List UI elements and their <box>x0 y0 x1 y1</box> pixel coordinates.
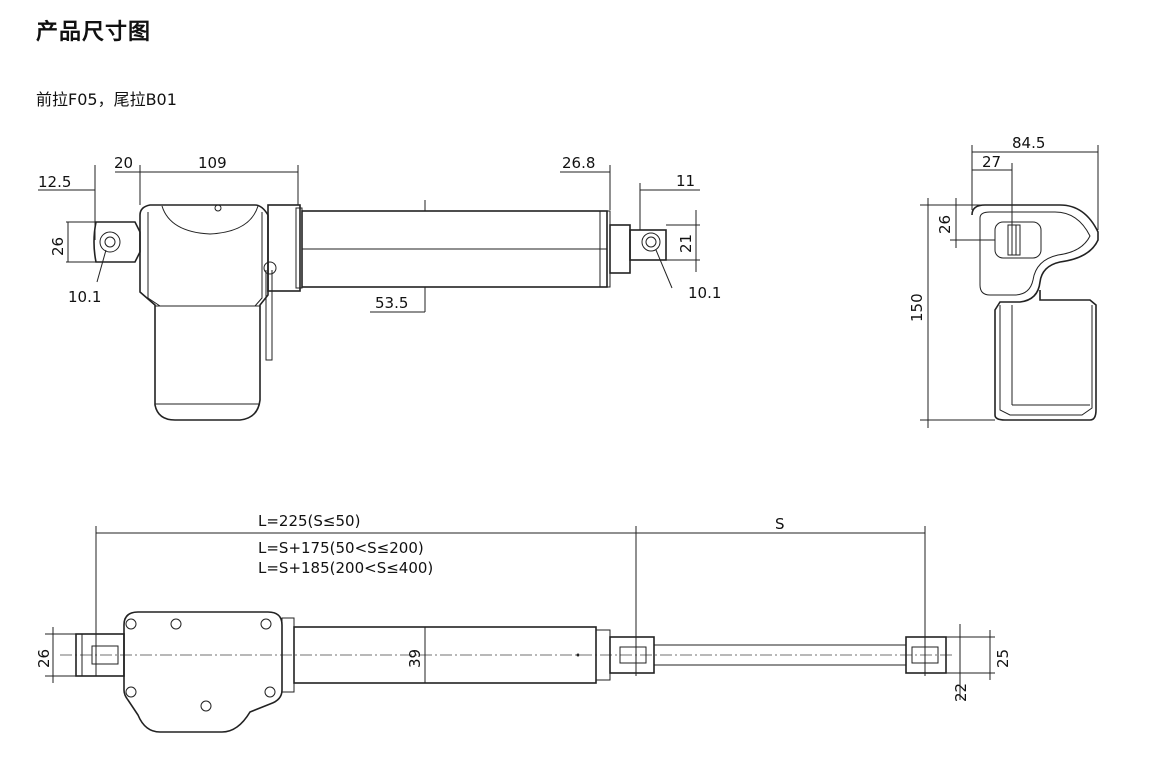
page-title: 产品尺寸图 <box>36 20 152 45</box>
top-screw-1 <box>125 618 137 630</box>
end-view-inner-cap <box>979 211 1091 296</box>
top-screw-3 <box>260 618 272 630</box>
dim-10-1-left: 10.1 <box>68 288 101 306</box>
stroke-label: S <box>775 515 785 533</box>
top-screw-2 <box>170 618 182 630</box>
side-screw <box>214 204 222 212</box>
dim-27: 27 <box>982 153 1001 171</box>
side-cable <box>265 270 273 361</box>
side-front-hole <box>641 232 661 252</box>
length-formula-2: L=S+175(50<S≤200) <box>258 539 424 557</box>
top-view: L=225(S≤50) L=S+175(50<S≤200) L=S+185(20… <box>35 512 1012 733</box>
side-rear-hole <box>99 231 121 253</box>
side-rear-hole-inner <box>104 236 116 248</box>
length-formula-1: L=225(S≤50) <box>258 512 360 530</box>
dim-39: 39 <box>406 649 424 668</box>
side-motor-housing <box>139 204 269 421</box>
side-collar <box>267 204 301 292</box>
side-housing-inner <box>147 212 263 307</box>
top-front-slot <box>619 646 647 664</box>
side-view: 12.5 20 109 26.8 11 26 21 10.1 10.1 53.5 <box>38 154 721 421</box>
dim-11: 11 <box>676 172 695 190</box>
dim-26-8: 26.8 <box>562 154 595 172</box>
side-front-clevis <box>629 229 667 261</box>
top-screw-4 <box>125 686 137 698</box>
dim-22: 22 <box>952 683 970 702</box>
side-rod-end <box>609 224 631 274</box>
dim-25: 25 <box>994 649 1012 668</box>
end-view-outline <box>971 204 1099 421</box>
dim-20: 20 <box>114 154 133 172</box>
end-view: 84.5 27 26 150 <box>908 134 1099 428</box>
side-cable-gland <box>263 261 277 275</box>
end-view-clevis <box>994 221 1042 259</box>
end-view-body-inner <box>999 305 1093 416</box>
side-housing-top-curve <box>161 205 259 235</box>
end-view-pin <box>1007 224 1021 256</box>
side-front-hole-inner <box>645 236 657 248</box>
length-formula-3: L=S+185(200<S≤400) <box>258 559 433 577</box>
top-screw-5 <box>264 686 276 698</box>
dim-84-5: 84.5 <box>1012 134 1045 152</box>
page-subtitle: 前拉F05，尾拉B01 <box>36 90 177 109</box>
side-collar-ring <box>295 207 303 289</box>
dim-21: 21 <box>677 234 695 253</box>
dim-26-top: 26 <box>35 649 53 668</box>
dim-12-5: 12.5 <box>38 173 71 191</box>
top-rod-clevis <box>905 636 947 674</box>
dim-26-side: 26 <box>49 237 67 256</box>
top-motor-body <box>123 611 283 733</box>
top-rear-slot <box>91 645 119 665</box>
dim-109: 109 <box>198 154 227 172</box>
dim-150: 150 <box>908 293 926 322</box>
dim-26-end: 26 <box>936 215 954 234</box>
dim-53-5: 53.5 <box>375 294 408 312</box>
dim-10-1-right: 10.1 <box>688 284 721 302</box>
side-rear-clevis <box>93 221 141 263</box>
top-screw-6 <box>200 700 212 712</box>
